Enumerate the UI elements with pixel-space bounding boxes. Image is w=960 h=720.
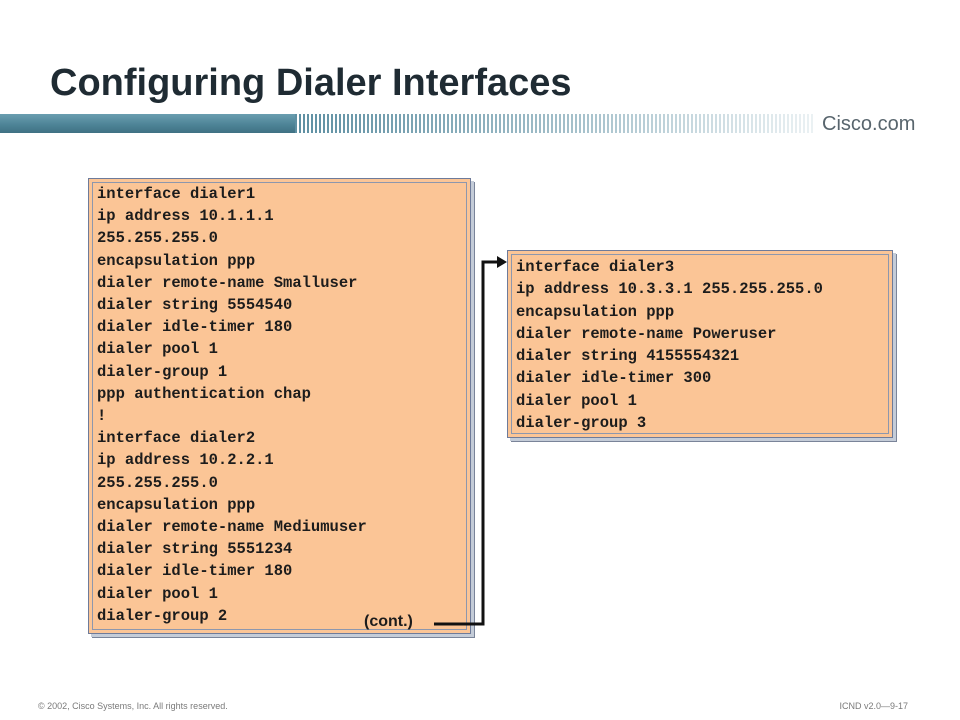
config-line: ppp authentication chap (97, 384, 311, 403)
config-line: dialer-group 2 (97, 606, 228, 625)
config-line: interface dialer2 (97, 429, 256, 448)
config-line: dialer string 4155554321 (516, 347, 740, 366)
panel-inner-border (92, 182, 467, 630)
config-line: dialer pool 1 (516, 391, 637, 410)
config-line: encapsulation ppp (516, 302, 675, 321)
config-line: interface dialer1 (97, 185, 256, 203)
config-line: ! (97, 407, 107, 426)
config-line: 255.255.255.0 (97, 229, 218, 248)
config-panel-dialer3: interface dialer3 ip address 10.3.3.1 255… (507, 250, 893, 438)
config-line: dialer string 5554540 (97, 296, 293, 315)
panel-inner-border (511, 254, 889, 434)
config-line: dialer remote-name Poweruser (516, 324, 777, 343)
config-line: dialer idle-timer 300 (516, 369, 712, 388)
config-line: dialer pool 1 (97, 340, 218, 359)
header-bar (0, 114, 295, 133)
config-line: dialer remote-name Smalluser (97, 273, 358, 292)
config-code-left: interface dialer1 ip address 10.1.1.1 255.… (97, 183, 367, 627)
config-line: encapsulation ppp (97, 495, 256, 514)
footer-copyright: © 2002, Cisco Systems, Inc. All rights r… (38, 701, 228, 711)
config-line: ip address 10.1.1.1 (97, 207, 274, 226)
config-line: dialer remote-name Mediumuser (97, 518, 367, 537)
config-line: ip address 10.2.2.1 (97, 451, 274, 470)
cisco-logo: Cisco.com (822, 113, 916, 135)
config-code-right: interface dialer3 ip address 10.3.3.1 255… (516, 256, 823, 434)
config-line: dialer idle-timer 180 (97, 562, 293, 581)
footer-course-code: ICND v2.0—9-17 (839, 701, 908, 711)
continuation-arrow-head (497, 256, 507, 268)
slide-title: Configuring Dialer Interfaces (50, 62, 572, 104)
config-line: dialer-group 3 (516, 414, 647, 433)
continuation-arrow-line (434, 260, 500, 626)
config-line: dialer string 5551234 (97, 540, 293, 559)
config-line: dialer idle-timer 180 (97, 318, 293, 337)
config-line: interface dialer3 (516, 258, 675, 276)
config-line: dialer-group 1 (97, 362, 228, 381)
config-line: 255.255.255.0 (97, 473, 218, 492)
config-line: ip address 10.3.3.1 255.255.255.0 (516, 280, 823, 299)
cont-label: (cont.) (364, 613, 413, 630)
config-line: encapsulation ppp (97, 251, 256, 270)
config-line: dialer pool 1 (97, 584, 218, 603)
config-panel-dialer1-dialer2: interface dialer1 ip address 10.1.1.1 255.… (88, 178, 471, 634)
header-bar-ticks (295, 114, 815, 133)
